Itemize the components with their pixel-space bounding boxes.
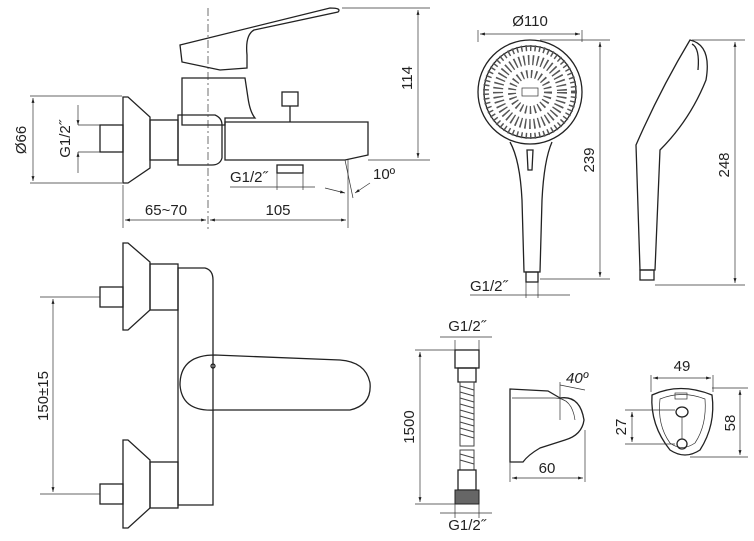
holder-side-view bbox=[509, 382, 586, 482]
mixer-front-view bbox=[40, 242, 371, 529]
mixer-side-view bbox=[30, 7, 430, 230]
spout-thread-label: G1/2˝ bbox=[230, 169, 269, 186]
hose-length-label: 1500 bbox=[401, 410, 418, 443]
holder-angle-label: 40º bbox=[566, 370, 590, 387]
mixer-height-label: 114 bbox=[399, 66, 416, 90]
flange-diameter-label: Ø66 bbox=[13, 126, 30, 154]
hand-shower-thread-label: G1/2˝ bbox=[470, 278, 509, 295]
hand-shower-length-label: 239 bbox=[581, 147, 598, 172]
spout-angle-label: 10º bbox=[373, 166, 396, 183]
wall-distance-label: 65~70 bbox=[145, 202, 187, 219]
holder-width-label: 49 bbox=[674, 358, 691, 375]
holder-front-view bbox=[625, 375, 748, 458]
hand-shower-front-view bbox=[470, 30, 610, 298]
hand-shower-side-view bbox=[635, 39, 745, 286]
inlet-thread-label: G1/2˝ bbox=[57, 119, 74, 158]
holder-depth-label: 60 bbox=[539, 460, 556, 477]
spout-length-label: 105 bbox=[265, 202, 290, 219]
shower-head-diameter-label: Ø110 bbox=[512, 13, 548, 30]
hose-bottom-thread-label: G1/2˝ bbox=[448, 517, 487, 534]
hand-shower-side-length-label: 248 bbox=[716, 152, 733, 177]
inlet-spacing-label: 150±15 bbox=[35, 371, 52, 421]
holder-hole-spacing-label: 27 bbox=[613, 419, 630, 436]
shower-hose bbox=[415, 336, 492, 518]
hose-top-thread-label: G1/2˝ bbox=[448, 318, 487, 335]
holder-height-label: 58 bbox=[722, 415, 739, 432]
